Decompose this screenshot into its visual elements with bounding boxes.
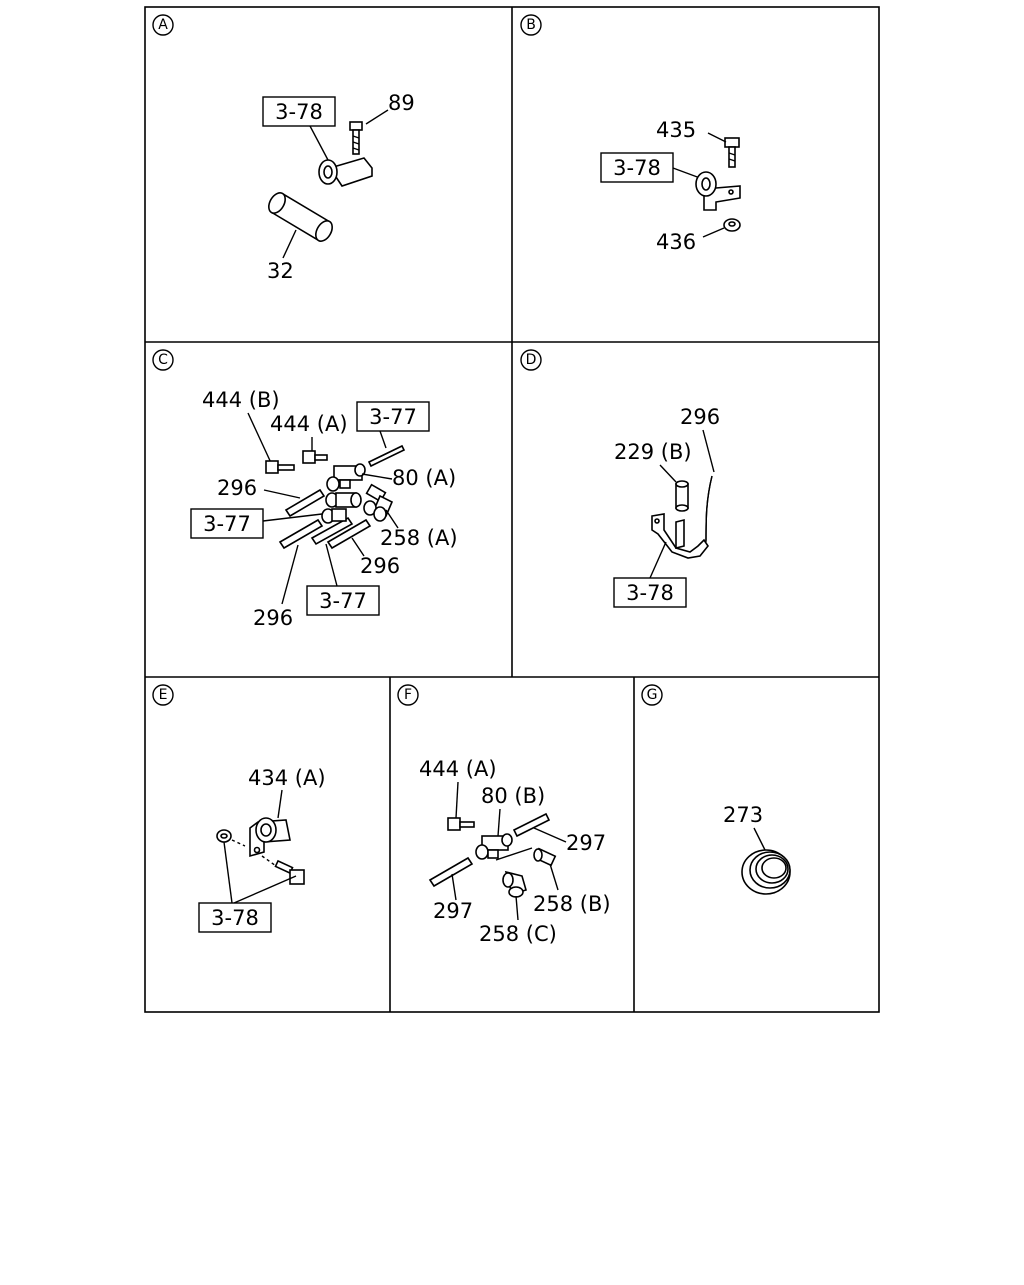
nut-436	[723, 218, 741, 232]
panel-b: B 3-78 435 436	[520, 14, 741, 254]
label-297-2: 297	[433, 899, 473, 923]
grommet-273	[741, 849, 791, 895]
panel-c-ref-box-3	[306, 585, 380, 616]
bolt-444a	[302, 450, 328, 464]
panel-a-letter-circle	[152, 14, 174, 36]
tee-80a	[326, 463, 366, 492]
bolt-part-e	[274, 859, 305, 885]
clamp-part	[318, 157, 373, 187]
label-435: 435	[656, 118, 696, 142]
panel-c-ref-2: 3-77	[203, 512, 251, 536]
label-80b: 80 (B)	[481, 784, 545, 808]
pipe-296-b	[278, 518, 324, 550]
panel-b-ref: 3-78	[613, 156, 661, 180]
panel-b-letter-circle	[520, 14, 542, 36]
bracket-part	[651, 513, 709, 559]
panel-e: E 434 (A) 3-78	[152, 684, 326, 933]
pipe-296-a	[284, 488, 326, 518]
panel-e-letter-circle	[152, 684, 174, 706]
panel-c-letter-circle	[152, 349, 174, 371]
panel-g-letter: G	[647, 687, 658, 703]
union-fitting	[321, 492, 362, 524]
spacer-229b	[675, 480, 689, 512]
panel-e-ref: 3-78	[211, 906, 259, 930]
panel-f: F 444 (A) 80 (B) 297 297	[397, 684, 611, 946]
panel-a-ref-box	[262, 96, 336, 127]
tee-80b	[475, 833, 513, 860]
pipe-top	[367, 444, 406, 468]
label-296-1: 296	[217, 476, 257, 500]
elbow-258a	[363, 483, 394, 522]
label-89: 89	[388, 91, 415, 115]
bolt-89	[349, 121, 363, 155]
clamp-bracket-part	[695, 171, 741, 211]
panel-d-letter: D	[526, 352, 537, 368]
label-229b: 229 (B)	[614, 440, 692, 464]
bolt-444b	[265, 460, 295, 474]
panel-e-letter: E	[159, 687, 168, 703]
pipe-297-top	[512, 812, 551, 838]
label-297-1: 297	[566, 831, 606, 855]
panel-c-letter: C	[158, 352, 168, 368]
elbow-258c	[502, 870, 527, 898]
panel-a-letter: A	[158, 17, 168, 33]
panel-b-letter: B	[526, 17, 536, 33]
label-32: 32	[267, 259, 294, 283]
washer-part	[216, 829, 232, 843]
label-258b: 258 (B)	[533, 892, 611, 916]
panel-g-letter-circle	[641, 684, 663, 706]
label-296-d: 296	[680, 405, 720, 429]
panel-e-ref-box	[198, 902, 272, 933]
panel-c-ref-3: 3-77	[319, 589, 367, 613]
label-258c: 258 (C)	[479, 922, 557, 946]
label-296-3: 296	[253, 606, 293, 630]
clamp-434a	[249, 817, 291, 858]
panel-d: D 296 229 (B) 3-78	[520, 349, 720, 608]
panel-f-letter-circle	[397, 684, 419, 706]
panel-c-ref-box-1	[356, 401, 430, 432]
panel-d-ref-box	[613, 577, 687, 608]
bolt-435	[724, 137, 740, 168]
pipe-296-d	[326, 518, 372, 550]
label-444a-f: 444 (A)	[419, 757, 497, 781]
panel-c: C 444 (B) 444 (A) 3-77 80 (A) 296	[152, 349, 458, 630]
label-436: 436	[656, 230, 696, 254]
panel-a-ref: 3-78	[275, 100, 323, 124]
label-80a: 80 (A)	[392, 466, 456, 490]
label-258a: 258 (A)	[380, 526, 458, 550]
label-444b: 444 (B)	[202, 388, 280, 412]
panel-a: A 3-78 89 32	[152, 14, 415, 283]
label-296-2: 296	[360, 554, 400, 578]
pipe-297-bottom	[428, 856, 474, 888]
panel-f-letter: F	[404, 687, 412, 703]
pipe-32	[268, 192, 333, 242]
panel-c-ref-box-2	[190, 508, 264, 539]
panel-c-ref-1: 3-77	[369, 405, 417, 429]
panel-g: G 273	[641, 684, 791, 895]
label-434a: 434 (A)	[248, 766, 326, 790]
bolt-444a-f	[447, 817, 475, 831]
pipe-296-c	[310, 516, 354, 546]
panel-d-letter-circle	[520, 349, 542, 371]
fitting-258b	[533, 847, 557, 867]
label-273: 273	[723, 803, 763, 827]
panel-b-ref-box	[600, 152, 674, 183]
panel-d-ref: 3-78	[626, 581, 674, 605]
label-444a: 444 (A)	[270, 412, 348, 436]
